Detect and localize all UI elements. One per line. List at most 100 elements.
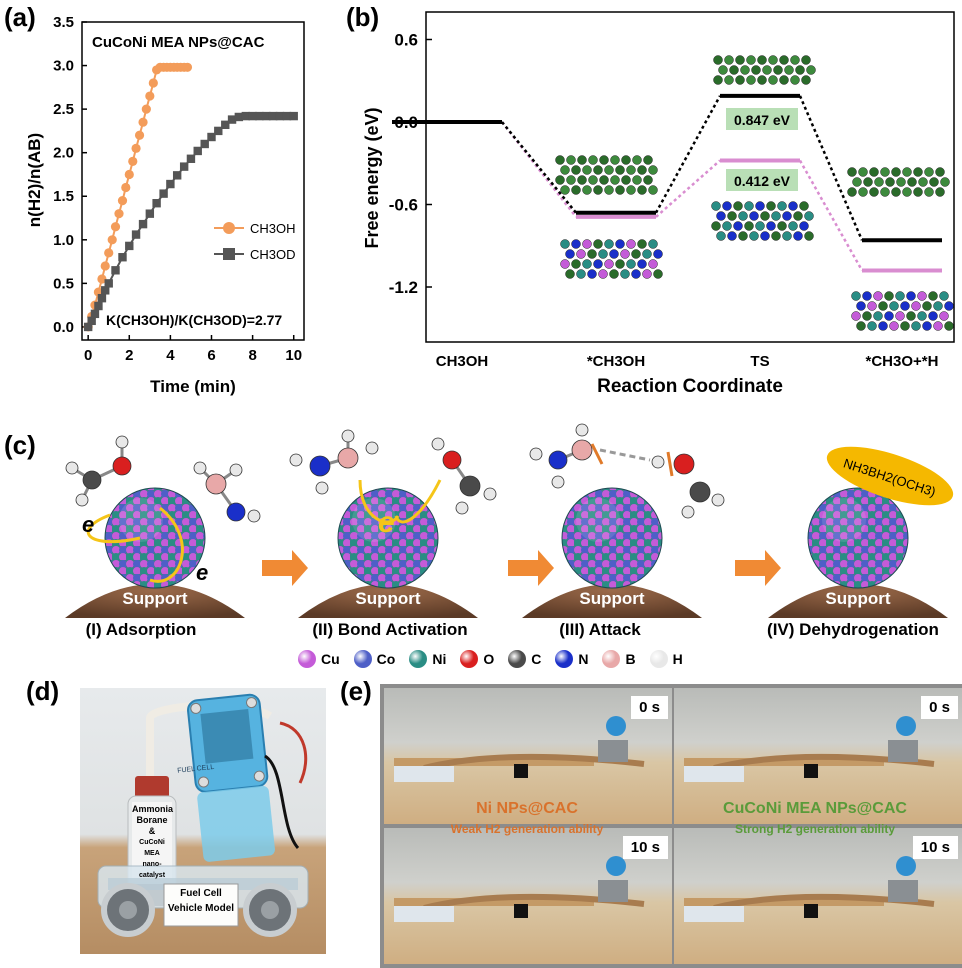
chart-a-xtick-label: 4 (166, 347, 175, 364)
atom (768, 75, 778, 85)
legend-item-ni: Ni (409, 650, 446, 668)
atom (735, 55, 745, 65)
atom (944, 301, 954, 311)
atom (784, 65, 794, 75)
chart-a-point (289, 111, 298, 121)
chart-a-point (138, 219, 148, 229)
video-frame: 0 s (384, 688, 672, 824)
atom (609, 269, 619, 279)
chart-a-point (268, 111, 278, 121)
atom (801, 75, 811, 85)
bottle-text-2: Borane (136, 815, 168, 825)
atom (604, 185, 614, 195)
atom (933, 321, 943, 331)
atom (795, 65, 805, 75)
atom (643, 155, 653, 165)
atom (911, 321, 921, 331)
atom (771, 211, 781, 221)
legend-label: Cu (321, 651, 340, 667)
atom (620, 249, 630, 259)
atom (762, 65, 772, 75)
atom (648, 165, 658, 175)
step-arrow (508, 550, 554, 586)
atom (631, 249, 641, 259)
electron-label: e (82, 512, 94, 537)
atom (924, 187, 934, 197)
right-title: CuCoNi MEA NPs@CAC (723, 800, 907, 817)
atom (598, 249, 608, 259)
support-label: Support (122, 589, 187, 608)
atom (911, 301, 921, 311)
chart-a-xtick-label: 8 (248, 347, 256, 364)
atom (799, 221, 809, 231)
atom (928, 291, 938, 301)
atom (289, 453, 303, 467)
atom (577, 155, 587, 165)
atom (933, 301, 943, 311)
atom (648, 185, 658, 195)
atom (873, 291, 883, 301)
chart-a-frame (81, 21, 305, 341)
chart-a-point (221, 120, 230, 130)
atom (576, 249, 586, 259)
atom (593, 239, 603, 249)
chart-a-point (131, 143, 141, 153)
atom (555, 155, 565, 165)
atom (576, 269, 586, 279)
chart-a-point (248, 111, 257, 121)
left-subtitle: Weak H2 generation ability (450, 822, 604, 836)
atom (782, 231, 792, 241)
element-dot (409, 650, 428, 668)
atom (935, 187, 945, 197)
atom (637, 259, 647, 269)
atom (648, 239, 658, 249)
atom (593, 165, 603, 175)
chart-a-xtick-label: 10 (285, 347, 302, 364)
atom (867, 321, 877, 331)
chart-b-frame (425, 11, 955, 343)
atom (874, 177, 884, 187)
atom (847, 187, 857, 197)
atom (873, 311, 883, 321)
chart-a-ylabel: n(H2)/n(AB) (25, 133, 44, 227)
atom (727, 231, 737, 241)
atom (604, 259, 614, 269)
product-ellipse (826, 446, 954, 506)
atom (315, 481, 329, 495)
atom (935, 167, 945, 177)
atom (768, 55, 778, 65)
atom (889, 321, 899, 331)
atom (722, 221, 732, 231)
atom (895, 291, 905, 301)
atom (365, 441, 379, 455)
atom (609, 249, 619, 259)
chart-a-point (148, 78, 158, 88)
atom (681, 505, 695, 519)
atom (565, 249, 575, 259)
atom (746, 55, 756, 65)
atom (205, 473, 227, 495)
atom (610, 155, 620, 165)
chart-a-point (131, 230, 141, 239)
chart-a-point (275, 111, 285, 121)
atom (939, 291, 949, 301)
atom (918, 177, 928, 187)
atom (862, 291, 872, 301)
chart-a-point (104, 279, 113, 288)
atom (858, 187, 868, 197)
atom (648, 259, 658, 269)
atom (560, 259, 570, 269)
chart-a-xtick-label: 2 (125, 347, 133, 364)
atom (804, 211, 814, 221)
chart-a-point (107, 235, 117, 245)
atom (738, 231, 748, 241)
atom (760, 211, 770, 221)
atom (631, 269, 641, 279)
atom (689, 481, 711, 503)
atom (637, 239, 647, 249)
atom (571, 439, 593, 461)
legend-label: O (483, 651, 495, 667)
atom (760, 231, 770, 241)
legend-item-n: N (555, 650, 588, 668)
atom (588, 175, 598, 185)
